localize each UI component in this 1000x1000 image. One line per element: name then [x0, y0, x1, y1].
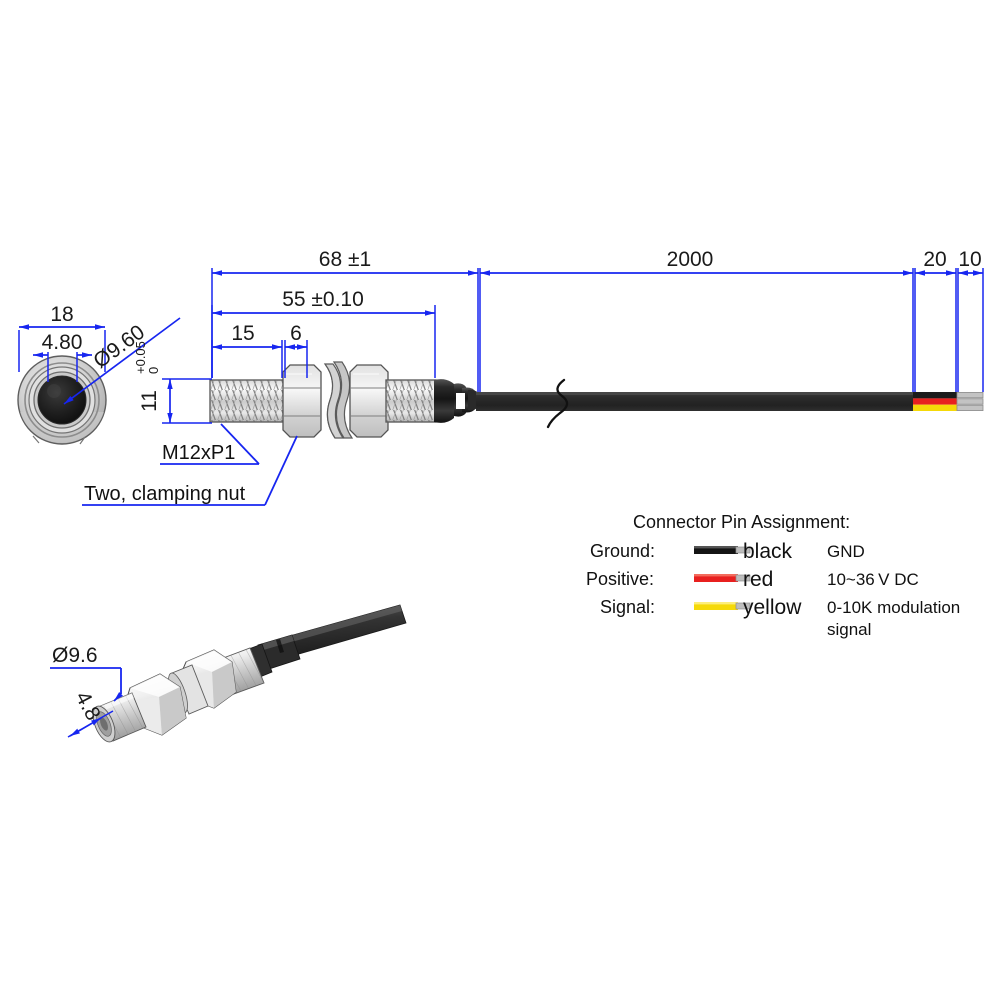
threaded-barrel-rear — [385, 379, 437, 423]
legend-row-ground: Ground: black GND — [590, 540, 865, 563]
dimension-nut-thickness: 6 — [284, 322, 308, 378]
callout-clamping-nut: Two, clamping nut — [82, 435, 298, 506]
dimension-thread-front: 15 — [211, 322, 283, 378]
legend-role-signal: Signal: — [600, 597, 655, 617]
lock-washer — [323, 361, 354, 439]
dim-label-outer-width: 18 — [50, 303, 73, 326]
isometric-product-view: Ø9.6 4.8 — [50, 604, 407, 743]
legend-role-positive: Positive: — [586, 569, 654, 589]
dim-label-body-diameter: 11 — [138, 390, 161, 412]
side-elevation-view: 68 ±1 55 ±0.10 15 6 2000 — [82, 248, 984, 506]
legend-wire-name-yellow: yellow — [743, 596, 802, 619]
dim-label-body-diameter-tol-upper: +0.05 — [133, 341, 148, 374]
legend-title: Connector Pin Assignment: — [633, 512, 850, 532]
wire-terminations — [913, 391, 984, 412]
clamping-nut-second — [349, 364, 389, 438]
threaded-barrel-front — [209, 379, 289, 423]
front-face-body — [17, 355, 107, 445]
iso-dimension-lens-diameter: Ø9.6 — [50, 644, 123, 702]
legend-desc-positive: 10~36 V DC — [827, 570, 919, 589]
dim-label-body-length-total: 68 ±1 — [319, 248, 371, 271]
legend-wire-name-red: red — [743, 568, 773, 591]
callout-thread-spec: M12xP1 — [160, 423, 260, 465]
dim-label-conductor-strip: 10 — [958, 248, 981, 271]
legend-swatch-black — [694, 546, 751, 554]
legend-desc-ground: GND — [827, 542, 865, 561]
legend-row-positive: Positive: red 10~36 V DC — [586, 568, 919, 591]
dim-label-thread-front: 15 — [231, 322, 254, 345]
cable-strain-relief — [434, 379, 480, 423]
dim-label-body-diameter-tol-lower: 0 — [146, 367, 161, 374]
callout-label-thread-spec: M12xP1 — [162, 442, 235, 464]
dim-label-thread-plus-body: 55 ±0.10 — [282, 288, 364, 311]
wire-black — [913, 392, 957, 399]
dim-label-jacket-strip: 20 — [923, 248, 946, 271]
dim-label-inner-window: 4.80 — [42, 331, 83, 354]
iso-strain-relief — [245, 634, 301, 680]
iso-cable — [285, 604, 407, 657]
dimension-body-diameter: 11 +0.05 0 — [133, 341, 212, 424]
legend-row-signal: Signal: yellow 0-10K modulation signal — [600, 596, 960, 639]
dimension-thread-plus-body: 55 ±0.10 — [211, 288, 436, 378]
callout-label-clamping-nut: Two, clamping nut — [84, 483, 246, 505]
dimension-jacket-strip: 20 — [914, 248, 957, 392]
dimension-conductor-strip: 10 — [957, 248, 984, 392]
dimension-inner-window: 4.80 — [33, 331, 92, 382]
connector-pin-assignment-legend: Connector Pin Assignment: Ground: black … — [586, 512, 960, 639]
legend-wire-name-black: black — [743, 540, 793, 563]
dim-label-nut-thickness: 6 — [290, 322, 302, 345]
sensor-cable — [476, 378, 913, 429]
clamping-nut-first — [282, 364, 322, 438]
legend-role-ground: Ground: — [590, 541, 655, 561]
legend-swatch-yellow — [694, 602, 751, 610]
dim-label-cable-length: 2000 — [667, 248, 714, 271]
dimension-cable-length: 2000 — [479, 248, 914, 392]
legend-desc-signal: 0-10K modulation — [827, 598, 960, 617]
wire-red — [913, 398, 957, 405]
dimension-outer-width: 18 — [18, 303, 106, 372]
iso-dim-label-lens-diameter: Ø9.6 — [52, 644, 98, 667]
wire-yellow — [913, 404, 957, 411]
legend-swatch-red — [694, 574, 751, 582]
stripped-conductors — [956, 391, 984, 412]
legend-desc-signal-cont: signal — [827, 620, 871, 639]
